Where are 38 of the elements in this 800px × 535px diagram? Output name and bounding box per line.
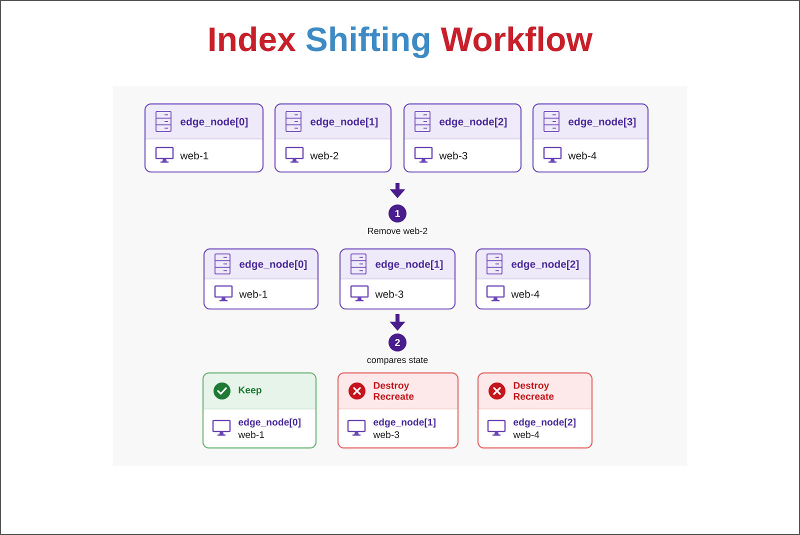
- instance-name: web-3: [375, 290, 404, 298]
- step-caption: compares state: [367, 357, 428, 365]
- instance-name: web-3: [439, 152, 468, 160]
- resource-address: edge_node[1]: [310, 118, 378, 128]
- title: Index Shifting Workflow: [210, 26, 593, 58]
- resource-address: edge_node[2]: [512, 260, 579, 270]
- resource-address: edge_node[0]: [180, 118, 248, 128]
- resource-card: [274, 103, 392, 173]
- instance-name: web-2: [310, 152, 338, 160]
- resource-card: [475, 248, 591, 310]
- resource-card: [203, 248, 319, 310]
- action-label: Keep: [238, 386, 262, 396]
- resource-address: edge_node[2]: [440, 118, 507, 128]
- status-card: [337, 372, 459, 449]
- resource-address: edge_node[0]: [238, 418, 300, 428]
- resource-card: [339, 248, 456, 310]
- resource-address: edge_node[1]: [376, 260, 443, 270]
- instance-name: web-4: [568, 152, 596, 160]
- resource-address: edge_node[3]: [568, 118, 636, 128]
- resource-card: [144, 103, 264, 173]
- resource-address: edge_node[1]: [374, 418, 436, 428]
- instance-name: web-4: [511, 290, 540, 298]
- status-card: [202, 372, 317, 449]
- instance-name: web-3: [373, 430, 400, 438]
- instance-name: web-1: [238, 430, 264, 438]
- action-label: Destroy Recreate: [374, 382, 414, 400]
- step-number: 1: [388, 204, 406, 222]
- resource-address: edge_node[2]: [514, 418, 576, 428]
- resource-card: [403, 103, 522, 173]
- instance-name: web-1: [239, 290, 268, 298]
- action-label: Destroy Recreate: [514, 382, 554, 400]
- step-number: 2: [388, 333, 406, 352]
- step-caption: Remove web-2: [368, 228, 428, 234]
- instance-name: web-4: [513, 430, 540, 438]
- resource-address: edge_node[0]: [240, 260, 307, 270]
- resource-card: [532, 103, 649, 173]
- instance-name: web-1: [180, 152, 208, 160]
- status-card: [477, 372, 593, 449]
